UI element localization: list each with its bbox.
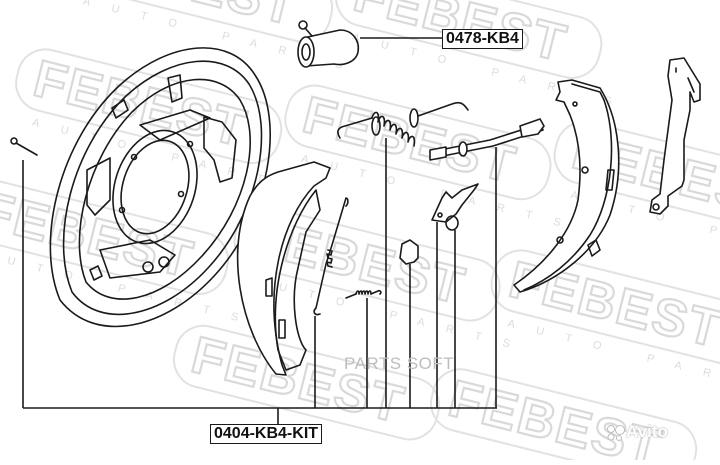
watermark-febest: FEBEST — [186, 326, 411, 435]
avito-logo-icon — [607, 425, 625, 441]
front-brake-shoe — [236, 161, 331, 376]
hold-down-spring — [345, 289, 382, 299]
part-label-brake-shoe-kit[interactable]: 0404-KB4-KIT — [210, 424, 323, 444]
watermark-febest: FEBEST — [443, 370, 668, 460]
adjuster-strut — [429, 118, 545, 161]
clip — [399, 239, 419, 265]
watermark-avito: Avito — [626, 422, 668, 441]
return-spring — [337, 101, 469, 147]
rear-brake-shoe — [513, 79, 620, 293]
backing-plate — [49, 47, 271, 328]
watermark-parts-soft: PARTS SOFT — [344, 354, 455, 373]
washer — [445, 215, 459, 231]
parking-brake-lever — [649, 57, 701, 215]
leader-lines — [22, 37, 497, 424]
wheel-cylinder — [297, 20, 360, 68]
hold-down-pin — [10, 137, 38, 156]
part-label-wheel-cylinder[interactable]: 0478-KB4 — [442, 29, 523, 49]
adjuster-spring-long — [313, 197, 349, 316]
